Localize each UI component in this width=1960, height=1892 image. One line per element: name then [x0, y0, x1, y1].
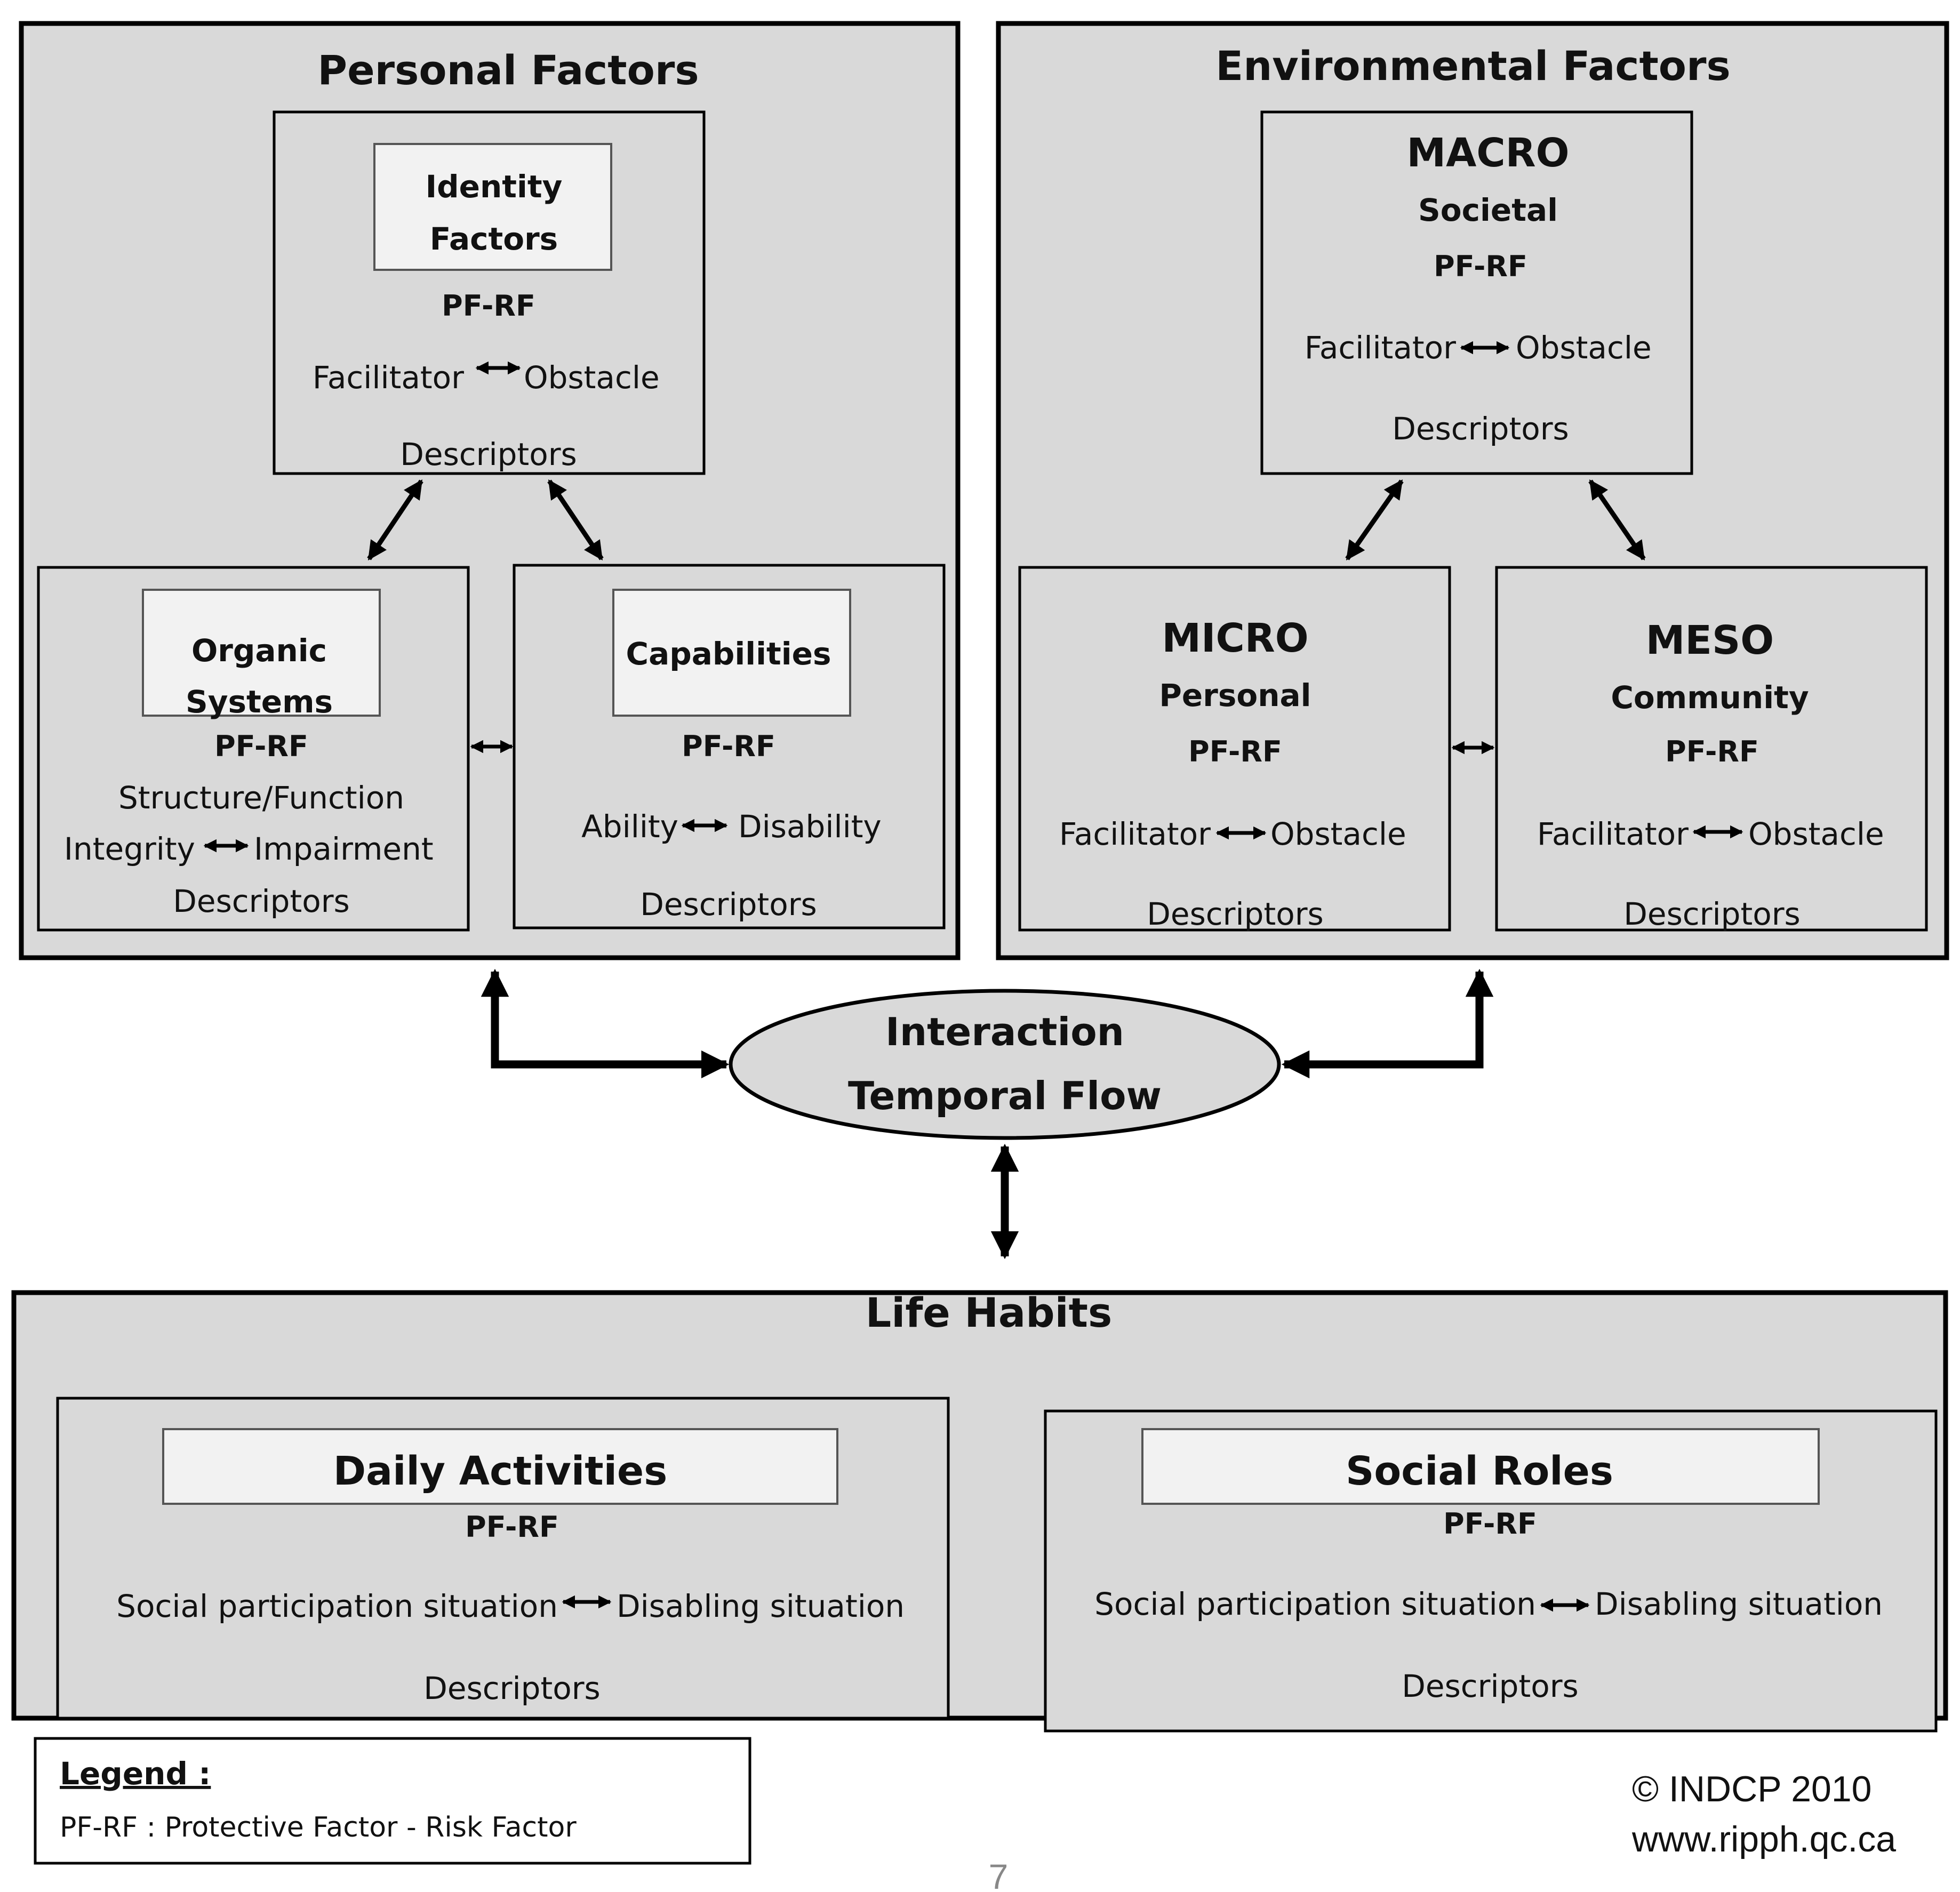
social-roles-label-box [1141, 1428, 1820, 1505]
personal-factors-title: Personal Factors [317, 46, 699, 94]
macro-subtitle: Societal [1418, 192, 1558, 228]
life-habits-title: Life Habits [866, 1289, 1112, 1336]
micro-scale-left: Facilitator [1059, 816, 1211, 852]
organic-systems-box: Organic Systems PF-RF Structure/Function… [37, 566, 470, 932]
social-roles-descriptors: Descriptors [1402, 1668, 1579, 1704]
capabilities-pf-rf: PF-RF [682, 729, 775, 763]
daily-activities-box: Daily Activities PF-RF Social participat… [56, 1397, 950, 1720]
micro-title: MICRO [1162, 615, 1308, 661]
meso-scale-right: Obstacle [1748, 816, 1884, 852]
micro-box: MICRO Personal PF-RF Facilitator Obstacl… [1018, 566, 1451, 932]
personal-interaction-arrow [481, 968, 730, 1079]
meso-title: MESO [1646, 618, 1774, 663]
daily-activities-scale-right: Disabling situation [617, 1588, 905, 1624]
macro-micro-arrow [1345, 479, 1404, 560]
micro-pf-rf: PF-RF [1188, 735, 1282, 768]
identity-label-line2: Factors [430, 221, 558, 257]
macro-scale-right: Obstacle [1516, 330, 1652, 366]
identity-pf-rf: PF-RF [442, 289, 535, 323]
capabilities-box: Capabilities PF-RF Ability Disability De… [513, 564, 946, 929]
legend-entry: PF-RF : Protective Factor - Risk Factor [60, 1811, 577, 1843]
organic-pf-rf: PF-RF [214, 729, 308, 763]
life-habits-panel: Life Habits Daily Activities PF-RF Socia… [11, 1289, 1948, 1733]
interaction-line1: Interaction [885, 1009, 1124, 1054]
macro-title: MACRO [1406, 130, 1569, 176]
identity-organic-arrow [367, 479, 423, 560]
environmental-factors-panel: Environmental Factors MACRO Societal PF-… [996, 21, 1949, 960]
micro-subtitle: Personal [1159, 677, 1311, 713]
identity-descriptors: Descriptors [400, 436, 577, 472]
daily-activities-pf-rf: PF-RF [465, 1510, 559, 1544]
organic-label-line1: Organic [191, 632, 327, 669]
daily-activities-label-box [162, 1428, 838, 1505]
capabilities-descriptors: Descriptors [640, 886, 817, 923]
daily-activities-label: Daily Activities [333, 1448, 668, 1494]
social-roles-box: Social Roles PF-RF Social participation … [1044, 1409, 1938, 1733]
daily-activities-scale-left: Social participation situation [116, 1588, 558, 1624]
identity-scale-right: Obstacle [524, 359, 660, 396]
organic-label-box [142, 589, 381, 717]
macro-meso-arrow [1588, 479, 1646, 560]
identity-scale-left: Facilitator [313, 359, 464, 396]
meso-box: MESO Community PF-RF Facilitator Obstacl… [1495, 566, 1928, 932]
micro-descriptors: Descriptors [1147, 896, 1324, 932]
meso-pf-rf: PF-RF [1665, 735, 1759, 768]
capabilities-label-box [612, 589, 851, 717]
identity-capabilities-arrow [547, 479, 604, 560]
organic-scale-right: Impairment [254, 831, 434, 867]
macro-pf-rf: PF-RF [1434, 250, 1527, 283]
capabilities-scale-right: Disability [738, 808, 882, 845]
daily-activities-descriptors: Descriptors [423, 1670, 601, 1706]
social-roles-scale-right: Disabling situation [1595, 1586, 1883, 1622]
identity-label-box [373, 143, 612, 271]
meso-subtitle: Community [1611, 679, 1809, 716]
macro-scale-left: Facilitator [1305, 330, 1456, 366]
environmental-factors-title: Environmental Factors [1215, 42, 1730, 90]
meso-descriptors: Descriptors [1623, 896, 1801, 932]
interaction-node: Interaction Temporal Flow [729, 989, 1281, 1140]
identity-label-line1: Identity [426, 169, 563, 205]
organic-scale-left: Integrity [64, 831, 195, 867]
identity-factors-box: Identity Factors PF-RF Facilitator Obsta… [273, 110, 706, 475]
organic-label-line2: Systems [186, 684, 333, 720]
micro-scale-right: Obstacle [1270, 816, 1406, 852]
copyright: © INDCP 2010 [1632, 1769, 1872, 1809]
interaction-line2: Temporal Flow [848, 1073, 1162, 1118]
organic-structure-function: Structure/Function [118, 780, 404, 816]
legend-title: Legend : [60, 1755, 211, 1792]
macro-descriptors: Descriptors [1392, 411, 1569, 447]
social-roles-label: Social Roles [1346, 1448, 1613, 1494]
page-number: 7 [989, 1857, 1009, 1892]
macro-box: MACRO Societal PF-RF Facilitator Obstacl… [1260, 110, 1693, 475]
environmental-interaction-arrow [1281, 968, 1494, 1079]
social-roles-scale-left: Social participation situation [1094, 1586, 1536, 1622]
legend-box: Legend : PF-RF : Protective Factor - Ris… [34, 1737, 751, 1865]
capabilities-label: Capabilities [626, 636, 831, 672]
social-roles-pf-rf: PF-RF [1443, 1507, 1537, 1541]
capabilities-scale-left: Ability [581, 808, 678, 845]
website-url: www.ripph.qc.ca [1631, 1819, 1896, 1859]
personal-factors-panel: Personal Factors Identity Factors PF-RF … [19, 21, 961, 960]
meso-scale-left: Facilitator [1537, 816, 1689, 852]
organic-descriptors: Descriptors [173, 883, 350, 919]
